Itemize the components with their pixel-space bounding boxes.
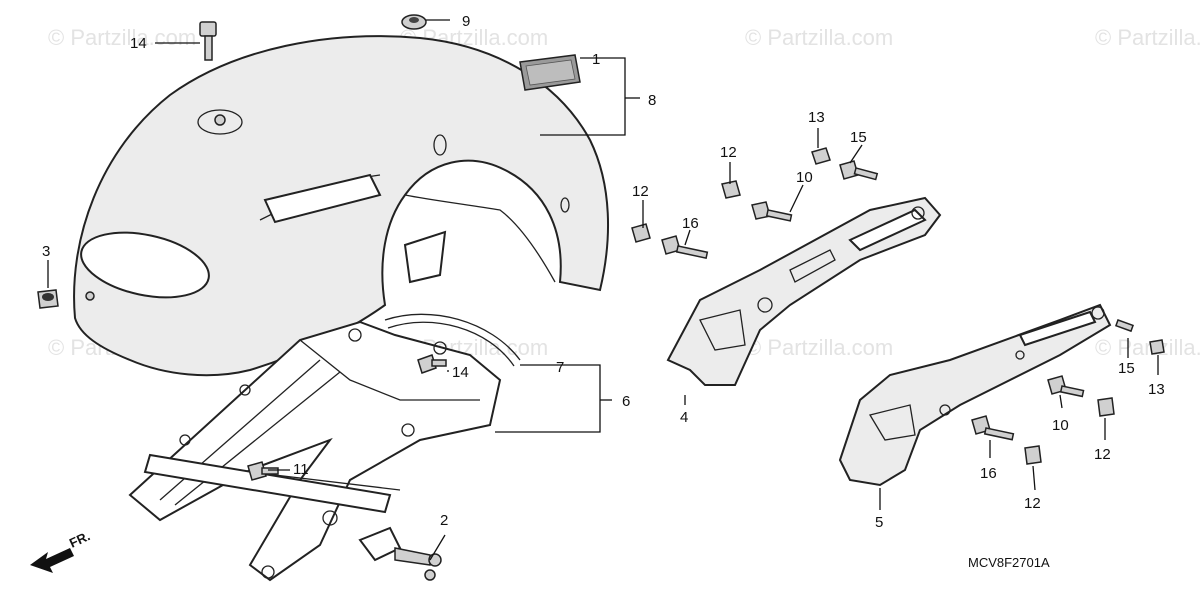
watermark-text: © Partzilla.com bbox=[745, 335, 893, 360]
bracket-4 bbox=[666, 196, 942, 386]
diagram-code: MCV8F2701A bbox=[968, 555, 1050, 570]
bolt-11 bbox=[247, 461, 279, 481]
grommet-3 bbox=[37, 289, 59, 309]
callout-labels: 1 2 3 4 5 6 7 8 9 10 10 11 12 12 12 12 1… bbox=[42, 13, 1165, 531]
arrow-icon bbox=[30, 548, 74, 573]
reflector bbox=[519, 54, 581, 91]
callout-15-a: 15 bbox=[850, 129, 867, 146]
callout-12-a: 12 bbox=[632, 183, 649, 200]
callout-9: 9 bbox=[462, 13, 470, 30]
callout-16-b: 16 bbox=[980, 465, 997, 482]
seal-strip bbox=[384, 313, 521, 367]
callout-14-a: 14 bbox=[130, 35, 147, 52]
callout-13-a: 13 bbox=[808, 109, 825, 126]
callout-12-c: 12 bbox=[1094, 446, 1111, 463]
watermark-text: © Partzilla.com bbox=[745, 25, 893, 50]
callout-2: 2 bbox=[440, 512, 448, 529]
front-direction-arrow: FR. bbox=[30, 528, 92, 573]
front-label: FR. bbox=[67, 528, 92, 550]
callout-10-upper: 10 bbox=[796, 169, 813, 186]
grommet-9 bbox=[401, 14, 427, 30]
fender-stay bbox=[128, 320, 502, 582]
callout-1: 1 bbox=[592, 51, 600, 68]
callout-3: 3 bbox=[42, 243, 50, 260]
bracket-5-hardware bbox=[971, 319, 1165, 465]
callout-5: 5 bbox=[875, 514, 883, 531]
callout-13-b: 13 bbox=[1148, 381, 1165, 398]
bolt-14-top bbox=[199, 21, 217, 61]
callout-8: 8 bbox=[648, 92, 656, 109]
leader-lines bbox=[47, 19, 1159, 561]
callout-4: 4 bbox=[680, 409, 688, 426]
callout-15-b: 15 bbox=[1118, 360, 1135, 377]
callout-16-a: 16 bbox=[682, 215, 699, 232]
bolt-14-lower bbox=[417, 354, 447, 374]
callout-10-lower: 10 bbox=[1052, 417, 1069, 434]
watermark-text: © Partzilla.com bbox=[48, 25, 196, 50]
rear-fender bbox=[73, 35, 609, 377]
bracket-5 bbox=[838, 303, 1112, 487]
callout-11: 11 bbox=[293, 461, 309, 478]
watermark-text: © Partzilla.com bbox=[1095, 335, 1200, 360]
helmet-holder bbox=[358, 526, 442, 581]
callout-12-b: 12 bbox=[720, 144, 737, 161]
watermark-text: © Partzilla.com bbox=[1095, 25, 1200, 50]
callout-14-b: 14 bbox=[452, 364, 469, 381]
bracket-4-hardware bbox=[631, 147, 879, 259]
callout-7: 7 bbox=[556, 359, 564, 376]
callout-6: 6 bbox=[622, 393, 630, 410]
callout-12-d: 12 bbox=[1024, 495, 1041, 512]
